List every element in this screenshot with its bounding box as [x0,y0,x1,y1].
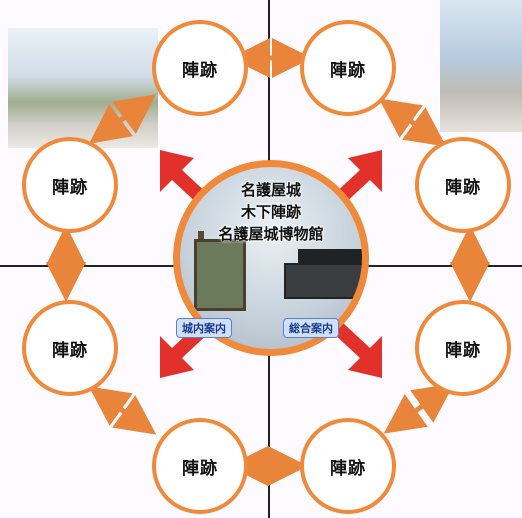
site-node-right-upper: 陣跡 [415,137,511,233]
site-node-label: 陣跡 [330,458,366,479]
connector-arrow [378,98,447,147]
center-title-line-1: 名護屋城 [240,181,301,199]
site-node-left-lower: 陣跡 [22,300,118,396]
center-title-line-3: 名護屋城博物館 [218,225,324,243]
site-node-label: 陣跡 [52,340,88,361]
red-arrow-up-right [332,150,382,206]
general-guide-sign [284,263,362,299]
general-guide-tag: 総合案内 [283,318,339,338]
site-node-bottom-left: 陣跡 [152,418,248,514]
photo-right [440,0,522,132]
connector-arrow [88,386,157,435]
castle-guide-sign [194,239,246,311]
red-arrow-down-right [332,322,382,378]
site-node-label: 陣跡 [445,177,481,198]
connector-arrow [383,383,455,434]
center-title-line-2: 木下陣跡 [240,203,301,221]
site-node-bottom-right: 陣跡 [300,418,396,514]
castle-guide-tag: 城内案内 [176,318,232,338]
site-node-label: 陣跡 [182,60,218,81]
site-node-top-left: 陣跡 [152,20,248,116]
site-node-left-upper: 陣跡 [22,137,118,233]
site-node-top-right: 陣跡 [300,20,396,116]
site-node-label: 陣跡 [52,177,88,198]
site-node-right-lower: 陣跡 [415,300,511,396]
site-node-label: 陣跡 [330,60,366,81]
connector-arrow [88,94,157,144]
site-node-label: 陣跡 [445,340,481,361]
general-guide-photo-strip [298,249,362,267]
site-node-label: 陣跡 [182,458,218,479]
